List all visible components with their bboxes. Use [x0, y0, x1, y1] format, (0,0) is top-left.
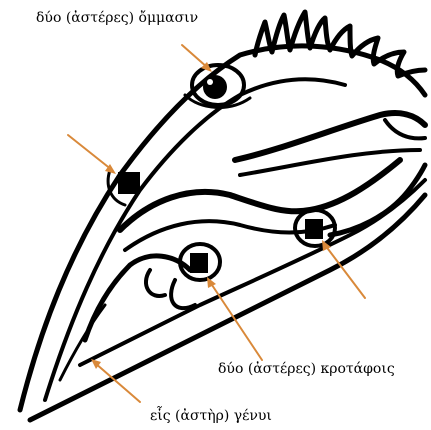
temples-label: δύο (ἀστέρες) κροτάφοις [218, 360, 395, 377]
eye-arrow [182, 45, 212, 72]
jaw-label: εἷς (ἀστὴρ) γένυι [150, 405, 272, 424]
jaw-arrow [68, 135, 116, 174]
mane-crest [255, 12, 425, 76]
eyes-label: δύο (ἀστέρες) ὄμμασιν [36, 9, 198, 26]
chin-arrow [91, 359, 140, 402]
